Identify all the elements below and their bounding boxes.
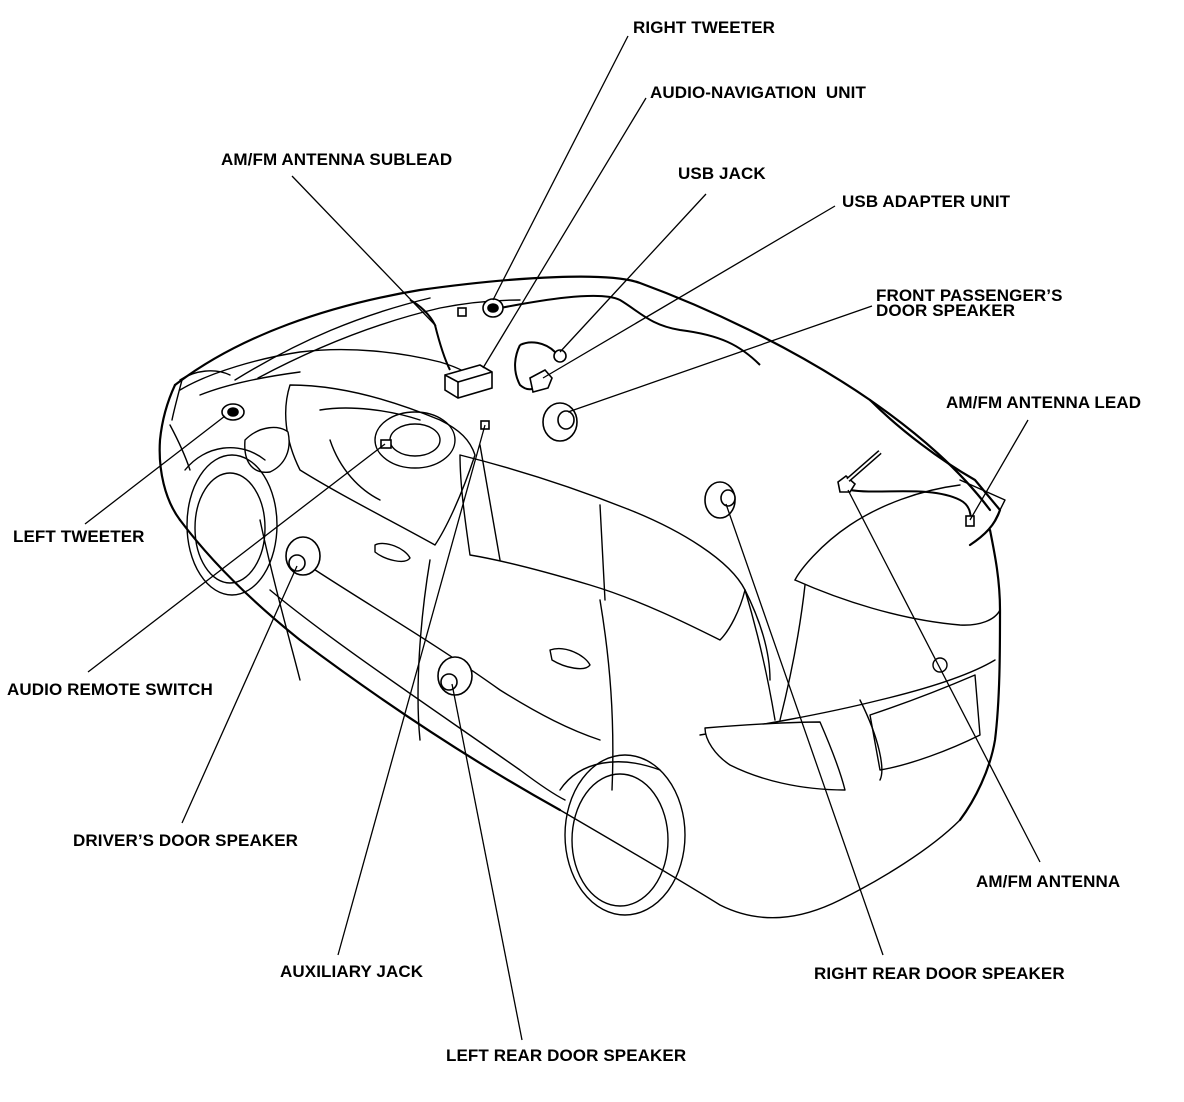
leader-audio-navigation-unit: [482, 97, 647, 369]
label-usb-adapter-unit: USB ADAPTER UNIT: [842, 192, 1011, 211]
label-auxiliary-jack: AUXILIARY JACK: [280, 962, 424, 981]
leader-am-fm-antenna-lead: [969, 419, 1029, 521]
leader-am-fm-antenna-sublead: [291, 175, 437, 327]
leader-auxiliary-jack: [337, 424, 486, 956]
label-am-fm-antenna-lead: AM/FM ANTENNA LEAD: [946, 393, 1142, 412]
label-audio-navigation-unit: AUDIO-NAVIGATION UNIT: [650, 83, 866, 102]
label-right-tweeter: RIGHT TWEETER: [633, 18, 776, 37]
leader-am-fm-antenna: [847, 489, 1041, 863]
label-front-passenger-door-speaker-line2: DOOR SPEAKER: [876, 301, 1016, 320]
leader-drivers-door-speaker: [181, 565, 298, 824]
leader-front-passenger-door-speaker: [567, 305, 873, 413]
label-left-tweeter: LEFT TWEETER: [13, 527, 145, 546]
leader-usb-jack: [559, 193, 707, 353]
label-am-fm-antenna: AM/FM ANTENNA: [976, 872, 1121, 891]
leader-right-rear-door-speaker: [725, 503, 884, 956]
leader-right-tweeter: [492, 35, 629, 301]
label-drivers-door-speaker: DRIVER’S DOOR SPEAKER: [73, 831, 299, 850]
leader-left-rear-door-speaker: [451, 683, 523, 1041]
leader-audio-remote-switch: [87, 443, 386, 673]
label-front-passenger-door-speaker-line1: FRONT PASSENGER’S: [876, 286, 1063, 305]
label-audio-remote-switch: AUDIO REMOTE SWITCH: [7, 680, 213, 699]
label-usb-jack: USB JACK: [678, 164, 766, 183]
label-right-rear-door-speaker: RIGHT REAR DOOR SPEAKER: [814, 964, 1065, 983]
label-am-fm-antenna-sublead: AM/FM ANTENNA SUBLEAD: [221, 150, 453, 169]
label-left-rear-door-speaker: LEFT REAR DOOR SPEAKER: [446, 1046, 687, 1065]
leader-left-tweeter: [84, 415, 226, 525]
leader-usb-adapter-unit: [542, 205, 836, 379]
